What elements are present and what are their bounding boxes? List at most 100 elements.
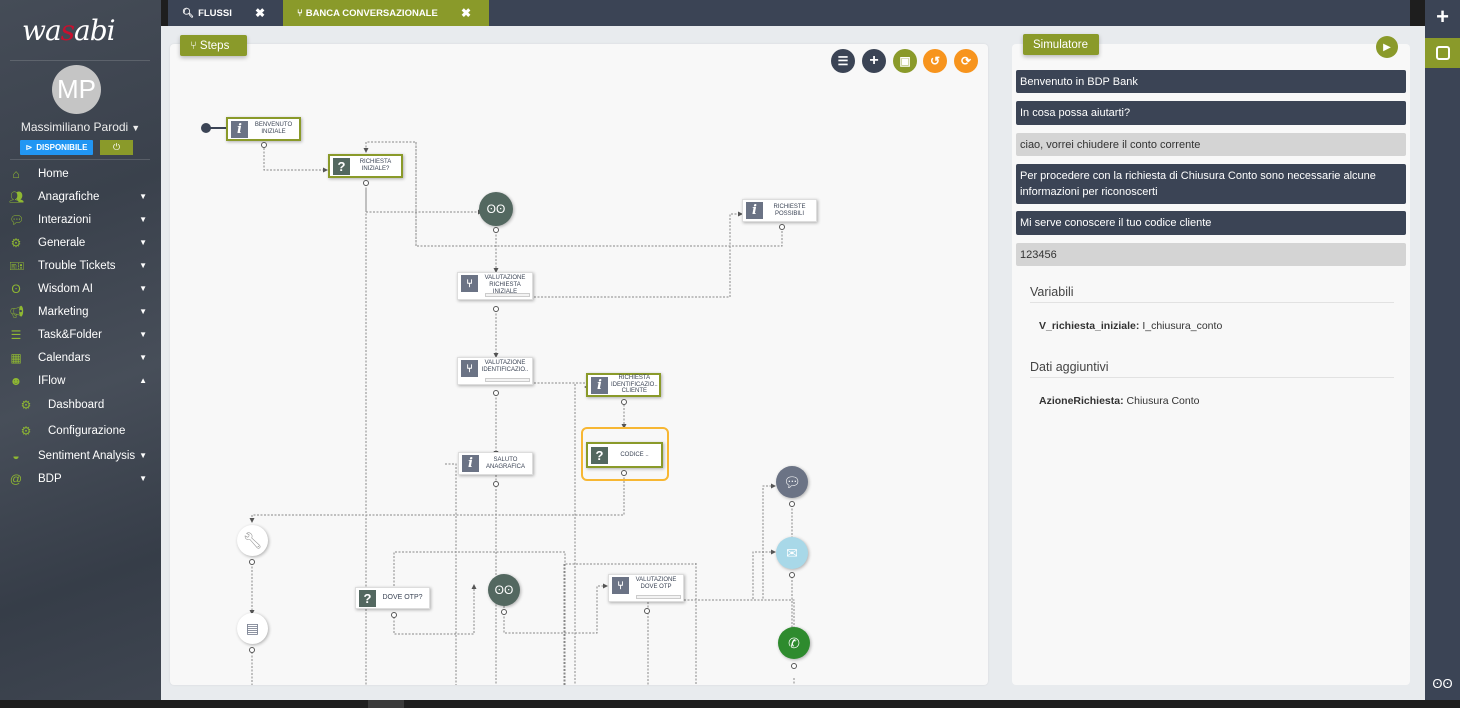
caret-down-icon: ▼ [139,307,147,316]
port[interactable] [621,470,627,476]
caret-down-icon: ▼ [139,474,147,483]
flow-diagram[interactable]: i BENVENUTO INIZIALE ? RICHIESTA INIZIAL… [170,44,988,685]
flow-node-dove-otp[interactable]: ? DOVE OTP? [355,587,430,609]
question-icon: ? [591,446,608,464]
user-menu[interactable]: Massimiliano Parodi▼ [0,120,161,134]
branch-icon: ⑂ [461,360,478,377]
sidebar-item-sentiment-analysis[interactable]: ◒Sentiment Analysis▼ [0,444,161,467]
flow-canvas[interactable] [170,44,988,685]
sidebar-item-task-folder[interactable]: ☰Task&Folder▼ [0,323,161,346]
flow-node-wisdom-ai[interactable]: ʘʘ [479,192,513,226]
flow-node-email[interactable]: ✉ [776,537,808,569]
sidebar-item-label: Generale [38,236,86,249]
settings-button[interactable]: ☰ [831,49,855,73]
sidebar-item-interazioni[interactable]: 💬︎Interazioni▼ [0,208,161,231]
sidebar-item-label: Trouble Tickets [38,259,116,272]
flow-node-anagrafica-card[interactable]: ▤ [237,613,268,644]
port[interactable] [493,481,499,487]
port[interactable] [493,227,499,233]
info-icon: i [462,455,479,472]
save-button[interactable]: ▣ [893,49,917,73]
sidebar-item-label: Sentiment Analysis [38,449,136,462]
port[interactable] [501,609,507,615]
port[interactable] [644,608,650,614]
flow-node-valutazione-identificazione[interactable]: ⑂ VALUTAZIONE IDENTIFICAZIO.. [457,357,533,385]
caret-down-icon: ▼ [139,238,147,247]
id-card-icon: ▤ [245,620,260,636]
port[interactable] [249,559,255,565]
play-button[interactable]: ▶ [1376,36,1398,58]
flow-node-richiesta-iniziale[interactable]: ? RICHIESTA INIZIALE? [328,154,403,178]
sidebar-item-iflow[interactable]: ☻IFlow▲ [0,369,161,392]
add-panel-button[interactable]: + [1425,2,1460,32]
flow-icon: ⑂ [190,39,197,52]
flow-node-valutazione-dove-otp[interactable]: ⑂ VALUTAZIONE DOVE OTP [608,574,684,602]
flow-node-benvenuto-iniziale[interactable]: i BENVENUTO INIZIALE [226,117,301,141]
extra-data-row: AzioneRichiesta: Chiusura Conto [1039,395,1200,407]
right-toolbar: + ʘʘ [1425,0,1460,700]
refresh-button[interactable]: ⟳ [954,49,978,73]
sidebar-item-home[interactable]: ⌂Home [0,162,161,185]
flow-node-tool[interactable]: 🔧︎ [237,525,268,556]
caret-down-icon: ▼ [139,353,147,362]
port[interactable] [493,306,499,312]
flow-node-wisdom-ai-2[interactable]: ʘʘ [488,574,520,606]
close-tab-icon[interactable]: ✖ [460,6,471,20]
undo-button[interactable]: ↺ [923,49,947,73]
list-icon: ☰ [10,327,22,342]
sidebar-item-marketing[interactable]: 📢︎Marketing▼ [0,300,161,323]
flow-node-chat[interactable]: 💬︎ [776,466,808,498]
flow-node-saluto-anagrafica[interactable]: i SALUTO ANAGRAFICA [458,452,533,475]
port[interactable] [493,390,499,396]
flow-node-valutazione-richiesta-iniziale[interactable]: ⑂ VALUTAZIONE RICHIESTA INIZIALE [457,272,533,300]
sidebar-item-generale[interactable]: ⚙Generale▼ [0,231,161,254]
at-icon: @ [9,471,23,486]
scrollbar-thumb[interactable] [368,700,404,708]
tab-banca-conversazionale[interactable]: ⑂ BANCA CONVERSAZIONALE ✖ [283,0,489,26]
flow-node-richieste-possibili[interactable]: i RICHIESTE POSSIBILI [742,199,817,222]
wisdom-owl-button[interactable]: ʘʘ [1425,668,1460,698]
sidebar-menu: ⌂Home👥︎Anagrafiche▼💬︎Interazioni▼ ⚙ Genera… [0,162,161,490]
sidebar-item-label: IFlow [38,374,66,387]
port[interactable] [789,572,795,578]
add-button[interactable]: + [862,49,886,73]
avatar[interactable]: MP [52,65,101,114]
power-button[interactable]: ⏻ [100,140,133,155]
owl-icon: ʘ [11,281,21,296]
divider [10,60,150,61]
sidebar-item-anagrafiche[interactable]: 👥︎Anagrafiche▼ [0,185,161,208]
caret-down-icon: ▼ [139,261,147,270]
port[interactable] [621,399,627,405]
user-name: Massimiliano Parodi [20,120,129,134]
tab-flussi[interactable]: 🔍︎ FLUSSI ✖ [182,6,265,20]
chat-bubble-icon: 💬︎ [783,473,801,490]
sidebar-item-calendars[interactable]: ▦Calendars▼ [0,346,161,369]
sidebar-item-configurazione[interactable]: ⚙Configurazione [0,418,161,444]
bottom-scrollbar[interactable] [0,700,1460,708]
sidebar-item-trouble-tickets[interactable]: 🎫︎ Trouble Tickets ▼ [0,254,161,277]
ticket-icon: 🎫︎ [9,258,25,273]
flow-node-richiesta-identificazione-cliente[interactable]: i RICHIESTA IDENTIFICAZIO.. CLIENTE [586,373,661,397]
port[interactable] [261,142,267,148]
steps-label: ⑂Steps [180,35,247,56]
flow-node-codice[interactable]: ? CODICE .. [586,442,663,468]
port[interactable] [789,501,795,507]
flow-node-whatsapp[interactable]: ✆ [778,627,810,659]
chat-message-user: 123456 [1016,243,1406,266]
status-disponibile-button[interactable]: ⊳DISPONIBILE [20,140,93,155]
port[interactable] [791,663,797,669]
wasabi-logo: wasabi [22,14,116,47]
port[interactable] [391,612,397,618]
home-icon: ⌂ [12,166,20,181]
search-icon: 🔍︎ [182,7,195,19]
caret-down-icon: ▼ [139,330,147,339]
window-button[interactable] [1425,38,1460,68]
gears-icon: ⚙ [20,424,32,438]
sidebar-item-bdp[interactable]: @BDP▼ [0,467,161,490]
close-tab-icon[interactable]: ✖ [254,6,265,20]
sidebar-item-dashboard[interactable]: ⚙Dashboard [0,392,161,418]
port[interactable] [363,180,369,186]
port[interactable] [779,224,785,230]
port[interactable] [249,647,255,653]
